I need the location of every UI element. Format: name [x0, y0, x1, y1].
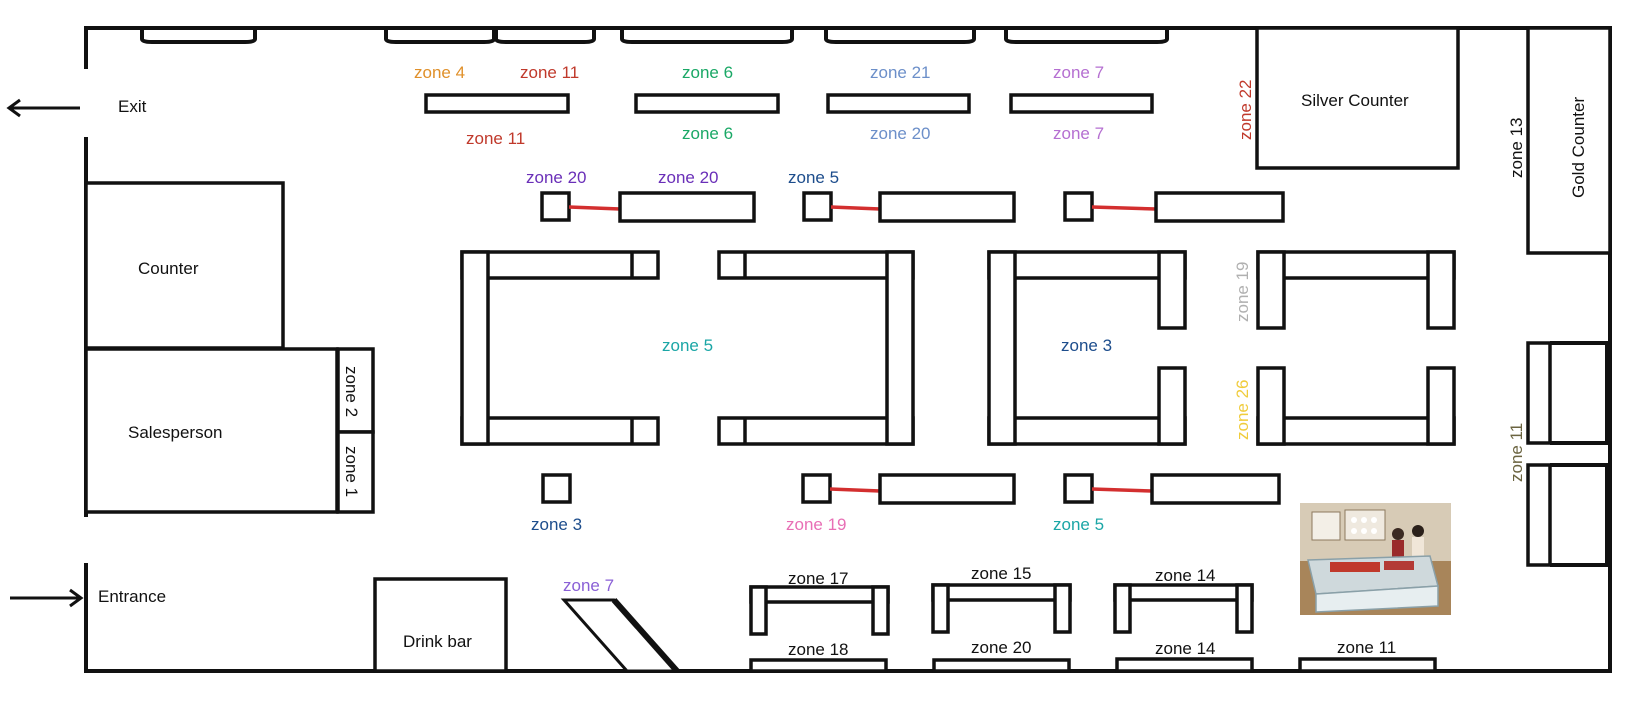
zone-5-center-label: zone 5 — [662, 336, 713, 355]
zone-14-wall-shelf — [1115, 657, 1254, 673]
display-island-zone-5-left — [460, 250, 660, 446]
zone-7-shelf — [1009, 93, 1154, 114]
silver-counter — [1255, 26, 1460, 170]
zone-4-label: zone 4 — [414, 63, 465, 82]
counter-area — [84, 181, 285, 350]
pedestal — [802, 191, 833, 222]
pedestal — [541, 473, 572, 504]
rope-barrier — [1091, 205, 1157, 211]
zone-2-shelf — [336, 347, 375, 434]
zone-6-shelf — [634, 93, 780, 114]
silver-counter-label: Silver Counter — [1301, 91, 1409, 110]
salesperson-label: Salesperson — [128, 423, 223, 442]
zone-11-top-label: zone 11 — [520, 63, 579, 82]
pedestal — [1063, 191, 1094, 222]
zone-3-low-label: zone 3 — [531, 515, 582, 534]
zone-1-label: zone 1 — [342, 446, 361, 497]
zone-7-angled-shelf — [560, 598, 681, 673]
zone-14-a-label: zone 14 — [1155, 566, 1216, 585]
zone-20-21-shelf — [826, 93, 971, 114]
zone-11-shelf — [424, 93, 570, 114]
zone-15-shelf — [931, 583, 1072, 634]
long-shelf — [1154, 191, 1285, 223]
zone-1-shelf — [336, 430, 375, 514]
exit-label: Exit — [118, 97, 147, 116]
zone-20-a-label: zone 20 — [526, 168, 587, 187]
zone-19-low-label: zone 19 — [786, 515, 847, 534]
pedestal — [540, 191, 571, 222]
zone-20-bottom-label: zone 20 — [971, 638, 1032, 657]
rope-barrier — [1091, 487, 1153, 493]
zone-20-wall-shelf — [932, 658, 1071, 673]
zone-19-side-label: zone 19 — [1233, 262, 1252, 323]
pedestal — [1063, 473, 1094, 504]
zone-13-label: zone 13 — [1507, 118, 1526, 179]
exit-arrow-icon — [6, 98, 80, 118]
zone-14-b-label: zone 14 — [1155, 639, 1216, 658]
zone-14-shelf — [1113, 583, 1254, 634]
zone-20-b-label: zone 20 — [658, 168, 719, 187]
zone-7-under-label: zone 7 — [1053, 124, 1104, 143]
rope-barrier — [830, 205, 881, 211]
zone-7-top-label: zone 7 — [1053, 63, 1104, 82]
zone-6-top-label: zone 6 — [682, 63, 733, 82]
pedestal — [801, 473, 832, 504]
long-shelf — [878, 191, 1016, 223]
drink-bar — [373, 577, 508, 673]
zone-2-label: zone 2 — [342, 366, 361, 417]
entrance-label: Entrance — [98, 587, 166, 606]
zone-11-bottom-label: zone 11 — [1337, 638, 1396, 657]
long-shelf — [1150, 473, 1281, 505]
gold-counter — [1526, 26, 1612, 255]
zone-21-label: zone 21 — [870, 63, 931, 82]
long-shelf — [878, 473, 1016, 505]
zone-18-label: zone 18 — [788, 640, 849, 659]
zone-7-low-label: zone 7 — [563, 576, 614, 595]
drink-bar-label: Drink bar — [403, 632, 472, 651]
rope-barrier — [568, 205, 621, 211]
rope-barrier — [829, 487, 881, 493]
entrance-arrow-icon — [10, 588, 84, 608]
zone-6-under-label: zone 6 — [682, 124, 733, 143]
zone-22-label: zone 22 — [1236, 80, 1255, 141]
zone-26-side-label: zone 26 — [1233, 380, 1252, 441]
zone-17-shelf — [749, 585, 890, 636]
zone-20-under-label: zone 20 — [870, 124, 931, 143]
zone-11-side-label: zone 11 — [1507, 423, 1526, 482]
zone-17-label: zone 17 — [788, 569, 849, 588]
zone-5-row-label: zone 5 — [788, 168, 839, 187]
display-island-zone-3 — [987, 250, 1187, 446]
gold-counter-label: Gold Counter — [1569, 97, 1588, 198]
right-wall-shelves — [1526, 341, 1609, 567]
zone-5-low-label: zone 5 — [1053, 515, 1104, 534]
salesperson-area — [84, 347, 339, 514]
display-island-zone-5-right — [717, 250, 915, 446]
counter-label: Counter — [138, 259, 199, 278]
zone-3-center-label: zone 3 — [1061, 336, 1112, 355]
display-island-zone-19-26 — [1256, 250, 1456, 446]
long-shelf — [618, 191, 756, 223]
jewelry-display-case-photo — [1300, 503, 1451, 615]
zone-15-label: zone 15 — [971, 564, 1032, 583]
zone-11-under-label: zone 11 — [466, 129, 525, 148]
top-wall-shelves — [140, 28, 1169, 44]
zone-18-wall-shelf — [749, 658, 888, 673]
zone-11-wall-shelf — [1298, 657, 1437, 673]
